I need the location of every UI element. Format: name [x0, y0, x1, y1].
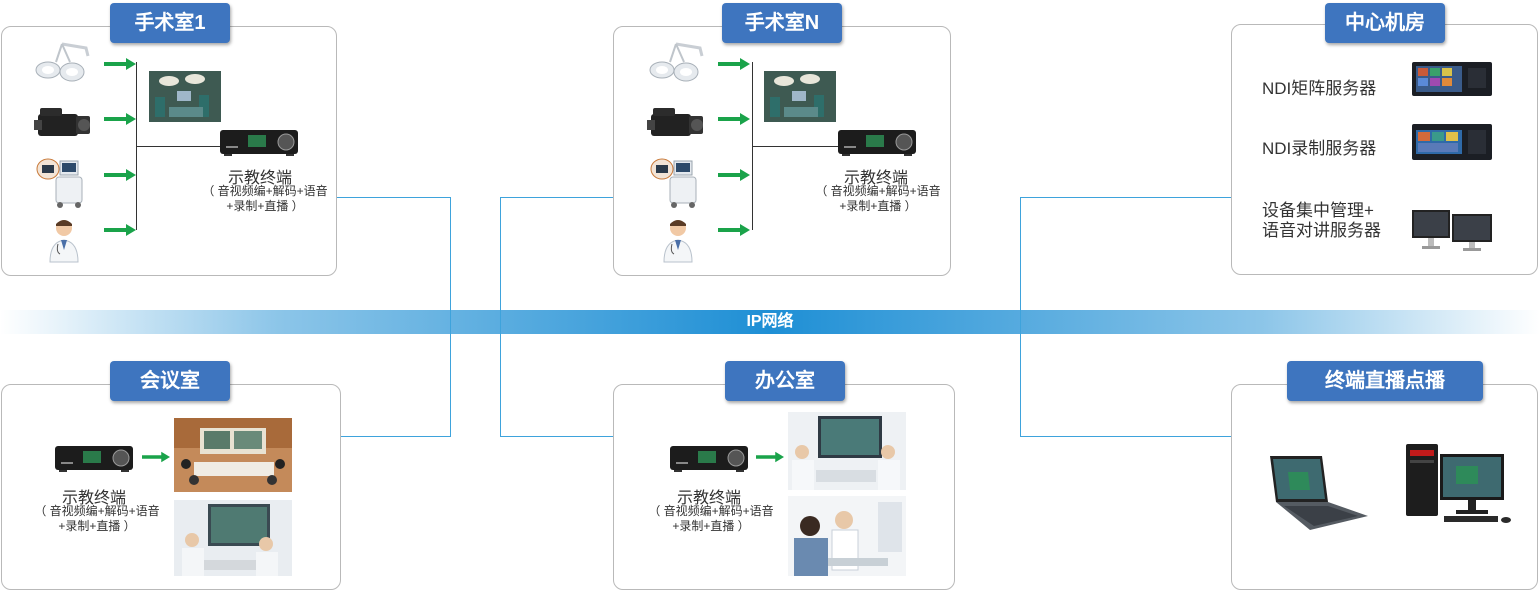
- ultrasound-machine-icon: [650, 158, 697, 208]
- title-office: 办公室: [725, 361, 845, 401]
- arrow-icon: [756, 451, 784, 463]
- wire-orn-h: [500, 197, 614, 198]
- teaching-terminal-device: [220, 130, 298, 156]
- arrow-icon: [104, 58, 136, 70]
- terminal-desc: （ 音视频编+解码+语音: [34, 504, 160, 518]
- arrow-icon: [718, 169, 750, 181]
- terminal-desc: （ 音视频编+解码+语音: [648, 504, 774, 518]
- bus-line: [752, 146, 838, 147]
- arrow-icon: [718, 58, 750, 70]
- video-camera-icon: [647, 108, 703, 136]
- video-camera-icon: [34, 108, 90, 136]
- wire-orn-v: [500, 197, 501, 437]
- arrow-icon: [718, 113, 750, 125]
- teaching-terminal-device: [55, 446, 133, 472]
- surgery-photo: [764, 71, 836, 122]
- office-photo: [788, 496, 906, 576]
- meeting-room-photo: [174, 500, 292, 576]
- laptop-icon: [1270, 456, 1368, 530]
- doctor-icon: [663, 220, 693, 263]
- title-meeting: 会议室: [110, 361, 230, 401]
- surgical-lamp-icon: [35, 42, 90, 82]
- terminal-desc: （ 音视频编+解码+语音: [202, 184, 328, 198]
- arrow-icon: [104, 113, 136, 125]
- ip-network-label: IP网络: [746, 313, 794, 330]
- terminal-desc: +录制+直播 ）: [226, 199, 304, 213]
- surgical-lamp-icon: [649, 42, 704, 82]
- ip-network-bar: [0, 310, 1540, 334]
- terminal-desc: （ 音视频编+解码+语音: [815, 184, 941, 198]
- terminal-label: 示教终端: [227, 170, 292, 187]
- server-label-record: NDI录制服务器: [1262, 139, 1377, 158]
- wire-or1-h: [336, 197, 451, 198]
- server-label-matrix: NDI矩阵服务器: [1262, 79, 1377, 98]
- title-live: 终端直播点播: [1287, 361, 1483, 401]
- terminal-label: 示教终端: [61, 490, 126, 507]
- surgery-photo: [149, 71, 221, 122]
- arrow-icon: [142, 451, 170, 463]
- wire-dc-v: [1020, 197, 1021, 437]
- wire-office-h: [500, 436, 614, 437]
- title-orn: 手术室N: [722, 3, 842, 43]
- arrow-icon: [104, 224, 136, 236]
- teaching-terminal-device: [670, 446, 748, 472]
- monitor-icon: [1412, 210, 1492, 251]
- server-device-icon: [1412, 124, 1492, 160]
- terminal-desc: +录制+直播 ）: [58, 519, 136, 533]
- wire-or1-v: [450, 197, 451, 437]
- desktop-pc-icon: [1406, 444, 1511, 523]
- title-or1: 手术室1: [110, 3, 230, 43]
- meeting-room-photo: [174, 418, 292, 492]
- server-label-mgmt: 设备集中管理+: [1262, 201, 1374, 220]
- terminal-label: 示教终端: [676, 490, 741, 507]
- doctor-icon: [49, 220, 79, 263]
- title-datacenter: 中心机房: [1325, 3, 1445, 43]
- arrow-icon: [104, 169, 136, 181]
- teaching-terminal-device: [838, 130, 916, 156]
- arrow-icon: [718, 224, 750, 236]
- terminal-desc: +录制+直播 ）: [672, 519, 750, 533]
- office-photo: [788, 412, 906, 490]
- terminal-label: 示教终端: [843, 170, 908, 187]
- wire-live-h: [1020, 436, 1232, 437]
- ultrasound-machine-icon: [36, 158, 83, 208]
- server-device-icon: [1412, 62, 1492, 96]
- server-label-mgmt: 语音对讲服务器: [1262, 221, 1381, 240]
- wire-dc-h: [1020, 197, 1232, 198]
- terminal-desc: +录制+直播 ）: [839, 199, 917, 213]
- wire-meeting-h: [340, 436, 451, 437]
- bus-line: [136, 146, 220, 147]
